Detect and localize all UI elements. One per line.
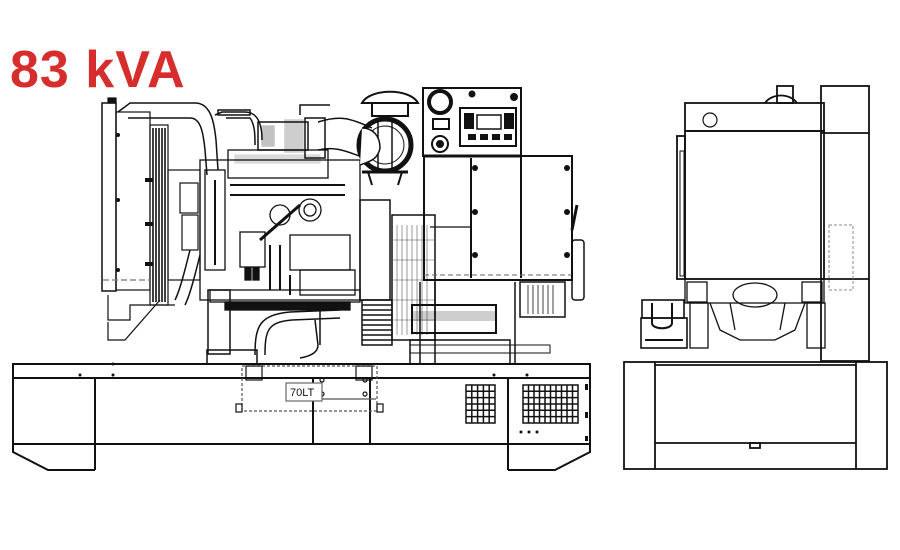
fuel-tank-label-box [285,382,323,402]
coolant-hose [117,102,263,176]
turbocharger [257,104,330,159]
battery [640,299,688,349]
fuel-tank-capacity-label: 70LT [290,387,315,399]
control-panel [422,87,522,158]
engine-block [199,149,361,311]
air-filter [356,90,420,186]
fan-pulley [167,169,201,306]
vent-grille-small [465,384,496,424]
flywheel-housing [359,199,436,346]
base-frame [12,363,591,471]
end-view [623,85,888,470]
side-view: 70LT [12,87,591,471]
vent-grille-large [522,384,579,424]
power-rating-title: 83 kVA [10,41,186,99]
alternator [409,155,585,364]
radiator [101,97,175,341]
